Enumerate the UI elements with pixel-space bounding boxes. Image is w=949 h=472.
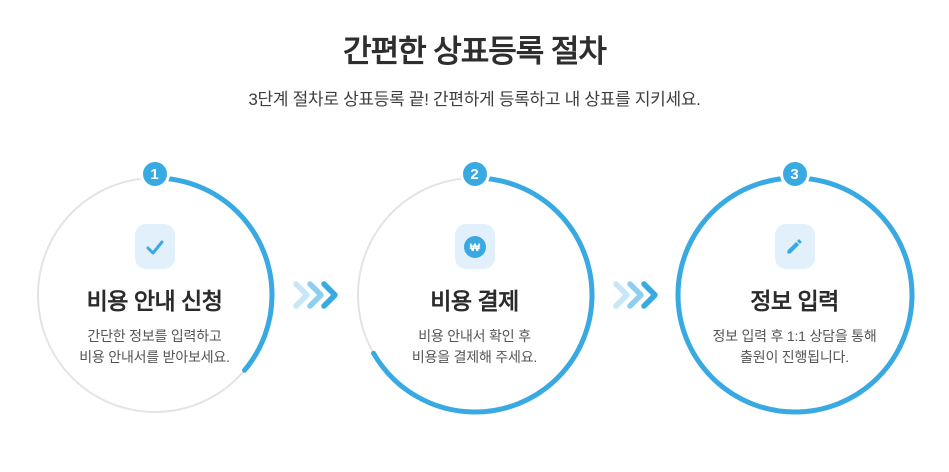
step-card-3: 3 정보 입력 정보 입력 후 1:1 상담을 통해 출원이 진행됩니다.: [675, 157, 915, 419]
check-icon: [146, 240, 163, 255]
step-title: 비용 결제: [430, 288, 519, 315]
step-card-2: 2 ₩ 비용 결제 비용 안내서 확인 후 비용을 결제해 주세요.: [355, 157, 595, 419]
steps-row: 1 비용 안내 신청 간단한 정보를 입력하고 비용 안내서를 받아보세요.: [0, 157, 949, 419]
chevron-right-arrow-icon: [292, 281, 338, 309]
page-subtitle: 3단계 절차로 상표등록 끝! 간편하게 등록하고 내 상표를 지키세요.: [248, 90, 701, 110]
step-description-line1: 정보 입력 후 1:1 상담을 통해: [712, 328, 877, 345]
step-content: 비용 안내 신청 간단한 정보를 입력하고 비용 안내서를 받아보세요.: [35, 224, 275, 368]
step-description: 정보 입력 후 1:1 상담을 통해 출원이 진행됩니다.: [712, 326, 876, 368]
chevron-right-arrow-icon: [612, 281, 658, 309]
step-content: ₩ 비용 결제 비용 안내서 확인 후 비용을 결제해 주세요.: [355, 224, 595, 368]
step-description-line1: 비용 안내서 확인 후: [418, 328, 531, 345]
step-icon-box: ₩: [454, 224, 495, 270]
step-description-line1: 간단한 정보를 입력하고: [87, 328, 222, 345]
page-title: 간편한 상표등록 절차: [343, 34, 607, 69]
step-title: 비용 안내 신청: [86, 288, 223, 315]
step-number-badge: 2: [459, 159, 490, 190]
step-arrow-1: [275, 280, 355, 310]
step-description-line2: 출원이 진행됩니다.: [740, 349, 849, 366]
section-header: 간편한 상표등록 절차 3단계 절차로 상표등록 끝! 간편하게 등록하고 내 …: [0, 0, 949, 110]
step-description: 비용 안내서 확인 후 비용을 결제해 주세요.: [412, 326, 537, 368]
step-description-line2: 비용 안내서를 받아보세요.: [79, 349, 230, 366]
won-icon: ₩: [463, 235, 486, 258]
step-arrow-2: [595, 280, 675, 310]
step-icon-box: [774, 224, 815, 270]
step-description: 간단한 정보를 입력하고 비용 안내서를 받아보세요.: [79, 326, 230, 368]
step-number-badge: 3: [779, 159, 810, 190]
step-icon-box: [134, 224, 175, 270]
step-content: 정보 입력 정보 입력 후 1:1 상담을 통해 출원이 진행됩니다.: [675, 224, 915, 368]
step-title: 정보 입력: [750, 288, 839, 315]
step-card-1: 1 비용 안내 신청 간단한 정보를 입력하고 비용 안내서를 받아보세요.: [35, 157, 275, 419]
step-description-line2: 비용을 결제해 주세요.: [411, 349, 538, 366]
step-number-badge: 1: [139, 159, 170, 190]
svg-text:₩: ₩: [469, 242, 480, 254]
pencil-icon: [787, 239, 802, 254]
